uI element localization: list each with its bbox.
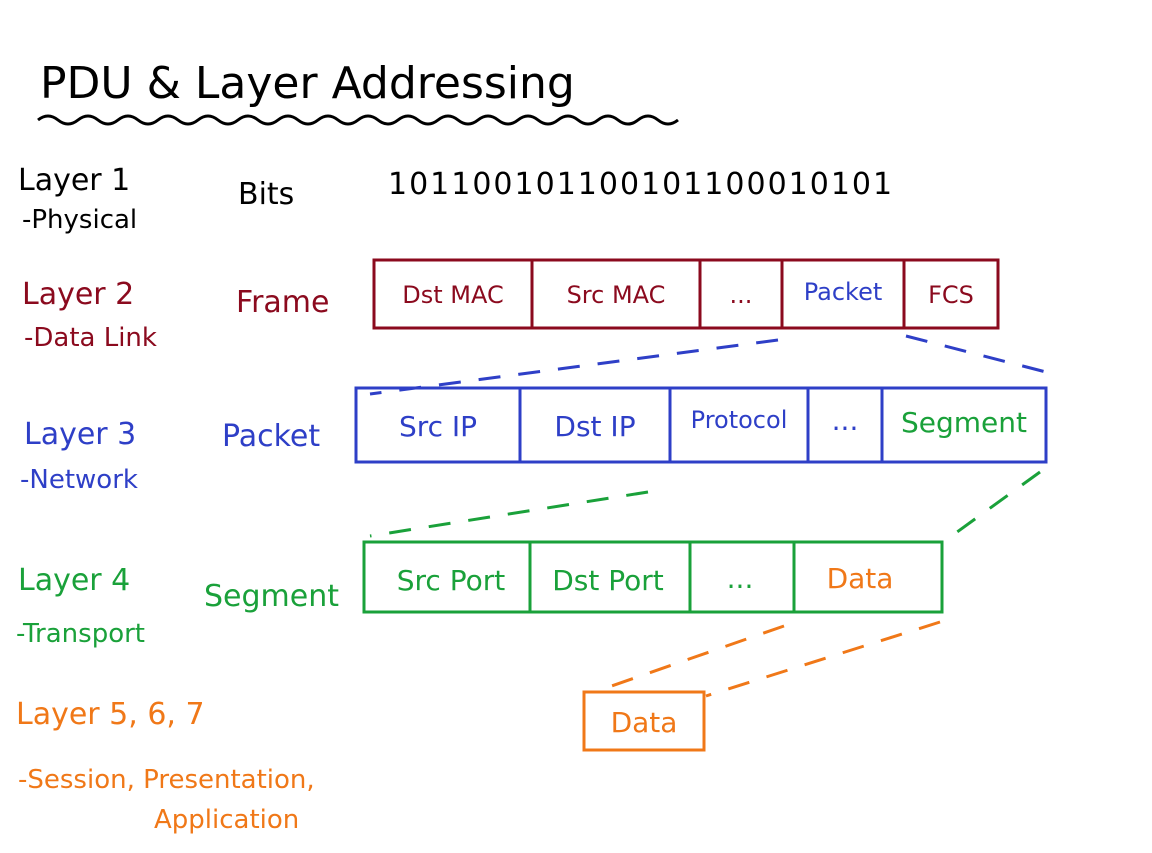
packet-field-protocol: Protocol: [691, 406, 788, 434]
layer-4-row: Layer 4 -Transport Segment Src Port Dst …: [16, 540, 944, 649]
segment-field-data: Data: [827, 562, 894, 595]
data-box: [582, 690, 706, 752]
expand-line-left: [369, 338, 779, 396]
frame-field-src-mac: Src MAC: [567, 281, 666, 309]
segment-box: [362, 540, 944, 614]
layer-4-pdu: Segment: [204, 579, 339, 614]
layer-3-name: Layer 3: [24, 417, 136, 452]
frame-field-dst-mac: Dst MAC: [402, 281, 503, 309]
segment-field-ellipsis: ...: [727, 562, 754, 595]
layer-2-sub: -Data Link: [24, 323, 157, 353]
packet-box: [354, 386, 1048, 464]
layer-1-pdu: Bits: [238, 177, 294, 212]
frame-field-ellipsis: ...: [730, 281, 753, 309]
layer-567-row: Layer 5, 6, 7 -Session, Presentation, Ap…: [16, 690, 706, 835]
expand-line-right: [905, 334, 1047, 374]
layer-567-name: Layer 5, 6, 7: [16, 697, 205, 732]
layer-4-name: Layer 4: [18, 563, 130, 598]
frame-field-packet: Packet: [804, 278, 883, 306]
packet-field-ellipsis: ...: [832, 404, 859, 437]
layer-2-row: Layer 2 -Data Link Frame Dst MAC Src MAC…: [22, 258, 1000, 353]
layer-3-pdu: Packet: [222, 419, 320, 454]
packet-field-dst-ip: Dst IP: [554, 410, 635, 443]
data-box-label: Data: [611, 706, 678, 739]
layer-2-name: Layer 2: [22, 277, 134, 312]
title-underline: [37, 114, 679, 126]
frame-box: [372, 258, 1000, 330]
expand-line-right: [945, 470, 1041, 542]
layer-2-pdu: Frame: [236, 285, 329, 320]
layer-4-sub: -Transport: [16, 619, 145, 649]
segment-field-src-port: Src Port: [397, 564, 505, 597]
packet-field-segment: Segment: [901, 406, 1027, 439]
layer-1-bits: 101100101100101100010101: [388, 167, 894, 202]
expand-line-left: [369, 490, 649, 538]
diagram-title: PDU & Layer Addressing: [40, 58, 575, 109]
layer-1-row: Layer 1 -Physical Bits 10110010110010110…: [18, 163, 894, 235]
expand-line-left: [599, 624, 785, 692]
layer-3-sub: -Network: [20, 465, 138, 495]
segment-field-dst-port: Dst Port: [552, 564, 664, 597]
layer-1-sub: -Physical: [22, 205, 137, 235]
layer-567-sub-line1: -Session, Presentation,: [18, 765, 315, 795]
packet-field-src-ip: Src IP: [399, 410, 477, 443]
layer-567-sub-line2: Application: [154, 805, 299, 835]
frame-field-fcs: FCS: [928, 281, 974, 309]
expand-line-right: [705, 620, 941, 698]
layer-3-row: Layer 3 -Network Packet Src IP Dst IP Pr…: [20, 386, 1048, 495]
layer-1-name: Layer 1: [18, 163, 130, 198]
